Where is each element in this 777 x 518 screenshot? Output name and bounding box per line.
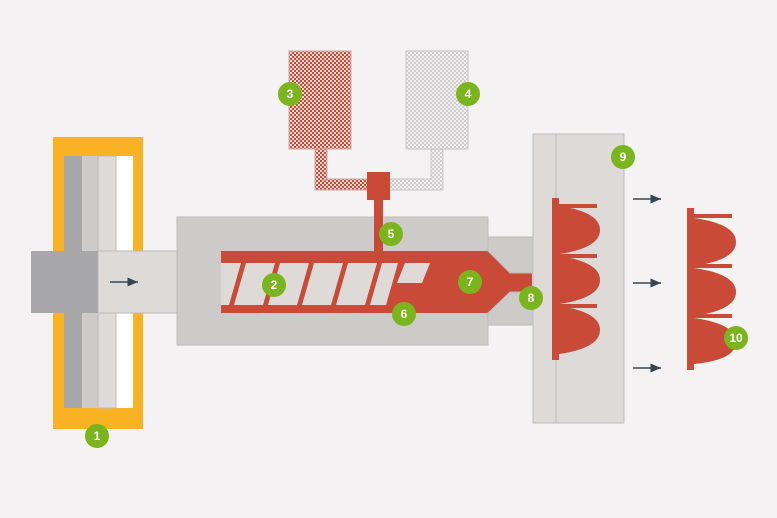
callouts: 1 2 3 4 5 6 7 8 xyxy=(85,82,748,448)
molded-part xyxy=(559,206,600,254)
feed-pipe-red xyxy=(314,148,369,191)
ejected-runner xyxy=(687,208,694,370)
part-rim xyxy=(694,214,732,218)
callout-2: 2 xyxy=(262,273,286,297)
callout-label: 7 xyxy=(467,275,474,289)
feed-pipe-grey xyxy=(389,148,444,191)
callout-7: 7 xyxy=(458,270,482,294)
nozzle-block xyxy=(487,236,534,274)
molded-part xyxy=(694,218,736,266)
callout-8: 8 xyxy=(519,286,543,310)
part-rim xyxy=(559,204,597,208)
callout-1: 1 xyxy=(85,424,109,448)
callout-4: 4 xyxy=(456,82,480,106)
callout-label: 3 xyxy=(287,87,294,101)
hydraulic-rod xyxy=(31,251,98,313)
part-rim xyxy=(559,254,597,258)
screw xyxy=(221,263,430,305)
mold-runner xyxy=(552,198,559,360)
callout-label: 4 xyxy=(465,87,472,101)
part-rim xyxy=(694,314,732,318)
screw-flight xyxy=(302,263,343,305)
part-rim xyxy=(694,264,732,268)
mixing-block xyxy=(367,172,390,200)
feed-throat xyxy=(374,200,383,252)
mold xyxy=(532,133,625,424)
hopper-red xyxy=(288,50,352,150)
screw-flight xyxy=(397,263,430,283)
callout-label: 10 xyxy=(729,331,743,345)
callout-9: 9 xyxy=(611,145,635,169)
callout-10: 10 xyxy=(724,326,748,350)
screw-flight xyxy=(221,263,241,305)
hopper-right xyxy=(389,50,469,191)
molded-part xyxy=(559,256,600,304)
callout-label: 8 xyxy=(528,291,535,305)
callout-label: 2 xyxy=(271,278,278,292)
molded-part xyxy=(694,318,736,364)
callout-5: 5 xyxy=(379,222,403,246)
screw-flight xyxy=(370,263,398,305)
ejected-part xyxy=(687,208,736,370)
hopper-left xyxy=(288,50,369,191)
callout-label: 5 xyxy=(388,227,395,241)
mold-parts xyxy=(559,204,600,354)
part-rim xyxy=(559,304,597,308)
molded-part xyxy=(694,268,736,316)
callout-6: 6 xyxy=(392,302,416,326)
molded-part xyxy=(559,306,600,354)
callout-label: 6 xyxy=(401,307,408,321)
callout-3: 3 xyxy=(278,82,302,106)
callout-label: 1 xyxy=(94,429,101,443)
screw-flight xyxy=(336,263,377,305)
callout-label: 9 xyxy=(620,150,627,164)
screw-flight xyxy=(234,263,275,305)
